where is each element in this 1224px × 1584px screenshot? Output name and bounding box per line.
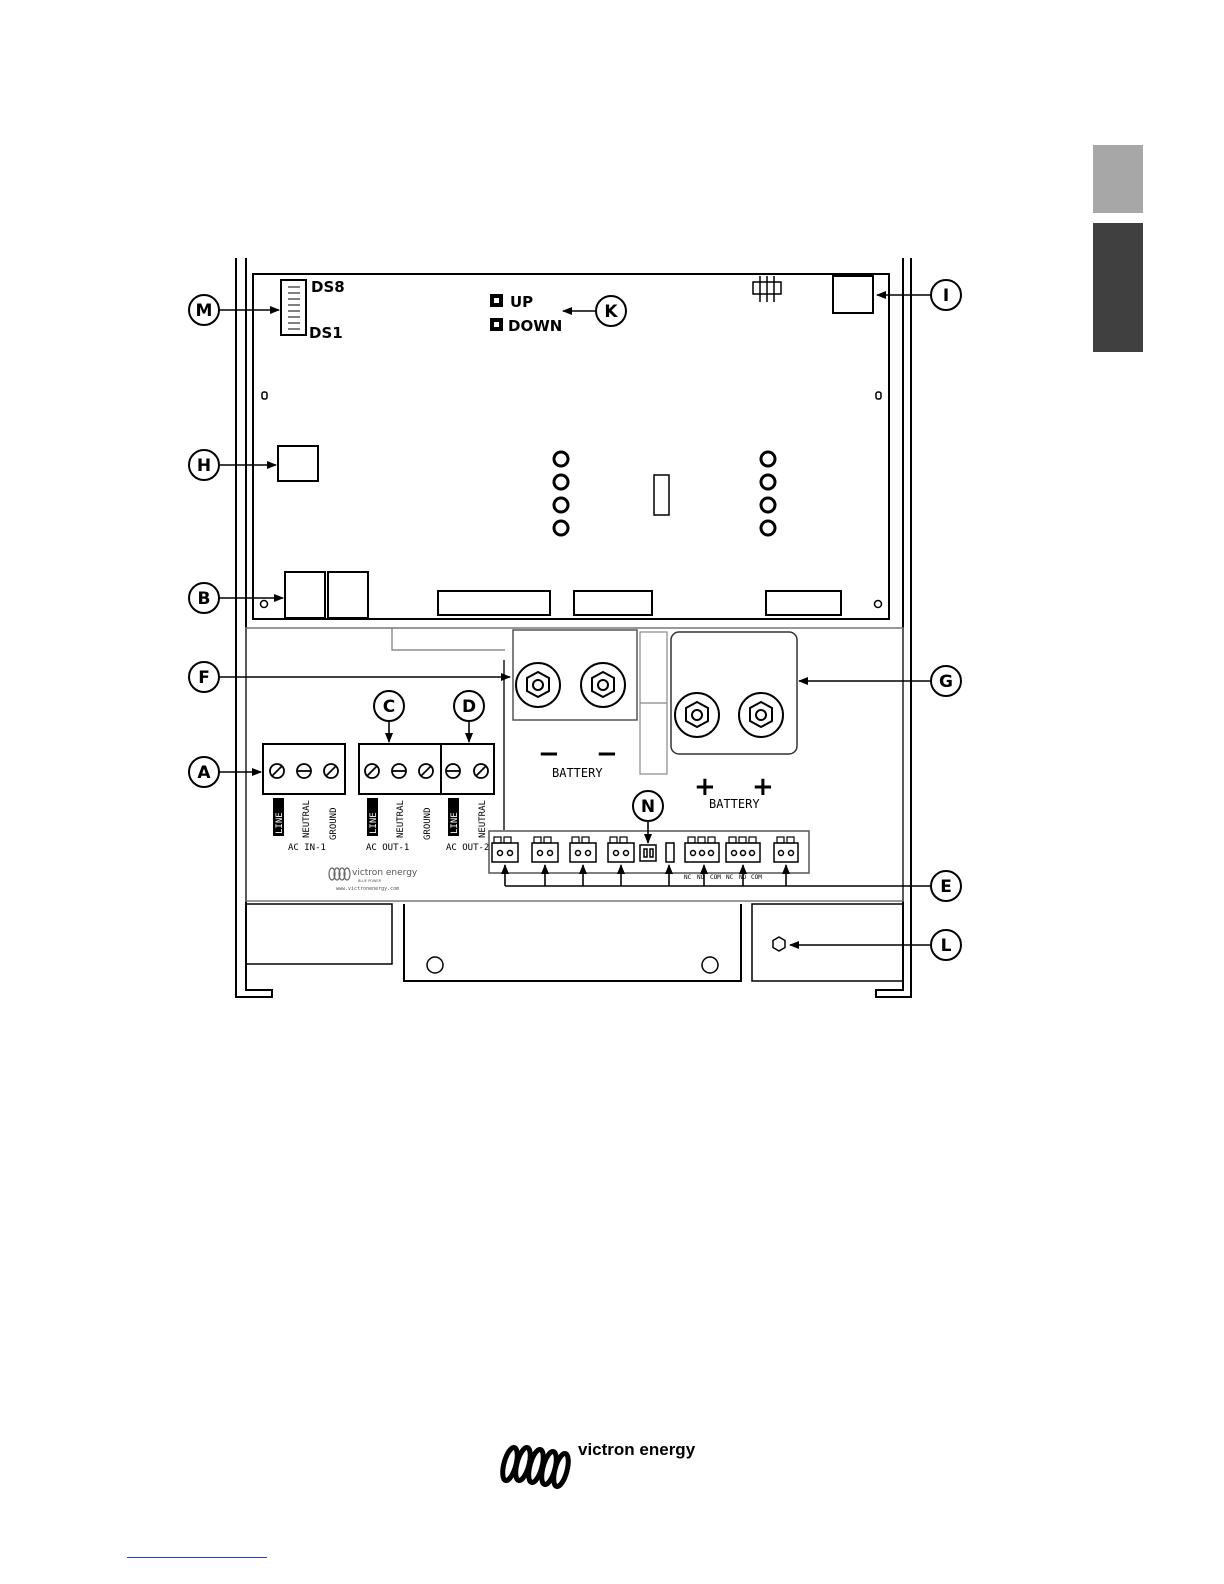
bracket-left (246, 904, 392, 964)
ds8-label: DS8 (311, 278, 345, 296)
ac-in-1-label: AC IN-1 (288, 843, 326, 853)
line-label-1: LINE (275, 812, 285, 834)
bracket-right (752, 904, 903, 981)
callout-b-label: B (198, 589, 211, 609)
callout-f-label: F (198, 668, 210, 688)
header-2 (574, 591, 652, 615)
callout-h-label: H (197, 456, 211, 476)
neutral-label-2: NEUTRAL (396, 800, 406, 838)
header-1 (438, 591, 550, 615)
neutral-label-1: NEUTRAL (302, 800, 312, 838)
component-b-left (285, 572, 325, 618)
callout-i-label: I (943, 286, 949, 306)
up-label: UP (510, 293, 533, 311)
callout-l-label: L (941, 936, 952, 956)
board-tagline: BLUE POWER (358, 879, 382, 883)
ds1-label: DS1 (309, 324, 343, 342)
callout-e-label: E (940, 877, 952, 897)
plus-sign-2: + (752, 772, 774, 802)
callout-d-label: D (462, 697, 476, 717)
down-label: DOWN (508, 317, 562, 335)
ac-out-1-label: AC OUT-1 (366, 843, 409, 853)
led-column-right (761, 452, 775, 535)
relay1-nc: NC (684, 874, 692, 881)
led-column-left (554, 452, 568, 535)
relay2-com: COM (751, 874, 762, 881)
footer-rule (127, 1557, 267, 1558)
ac-out-2-label: AC OUT-2 (446, 843, 489, 853)
board-brand: victron energy (352, 868, 418, 878)
plus-sign-1: + (694, 772, 716, 802)
callout-c-label: C (383, 697, 395, 717)
pin-header (753, 276, 781, 302)
line-label-3: LINE (450, 812, 460, 834)
control-pcb (253, 274, 889, 619)
bolt-neg-1 (516, 663, 560, 707)
ds-led-strip (281, 280, 306, 335)
neutral-label-3: NEUTRAL (478, 800, 488, 838)
bracket-center (404, 904, 741, 981)
callout-g-label: G (939, 672, 953, 692)
board-logo: victron energy BLUE POWER www.victronene… (329, 868, 418, 892)
jumper (666, 843, 674, 862)
callout-n-label: N (641, 797, 655, 817)
callout-k-label: K (604, 302, 618, 322)
terminal-e1 (492, 843, 518, 862)
terminal-e4 (608, 843, 634, 862)
minus-sign-2: − (596, 739, 618, 769)
ground-label-2: GROUND (423, 807, 433, 840)
board-url: www.victronenergy.com (336, 886, 399, 892)
terminal-e3 (570, 843, 596, 862)
relay2-nc: NC (726, 874, 734, 881)
bolt-pos-1 (675, 693, 719, 737)
ground-stud (773, 937, 785, 951)
footer-brand: victron energy (578, 1440, 696, 1459)
callout-m-label: M (196, 301, 213, 321)
callout-a-label: A (197, 763, 211, 783)
fuse (654, 475, 669, 515)
component-h (278, 446, 318, 481)
minus-sign-1: − (538, 739, 560, 769)
relay1-com: COM (710, 874, 721, 881)
header-3 (766, 591, 841, 615)
footer-logo: victron energy (500, 1440, 696, 1488)
terminal-ac-out-2 (441, 744, 494, 794)
component-i (833, 276, 873, 313)
bolt-neg-2 (581, 663, 625, 707)
component-b-right (328, 572, 368, 618)
terminal-e2 (532, 843, 558, 862)
line-label-2: LINE (369, 812, 379, 834)
ground-label-1: GROUND (329, 807, 339, 840)
bolt-pos-2 (739, 693, 783, 737)
terminal-e5 (774, 843, 798, 862)
